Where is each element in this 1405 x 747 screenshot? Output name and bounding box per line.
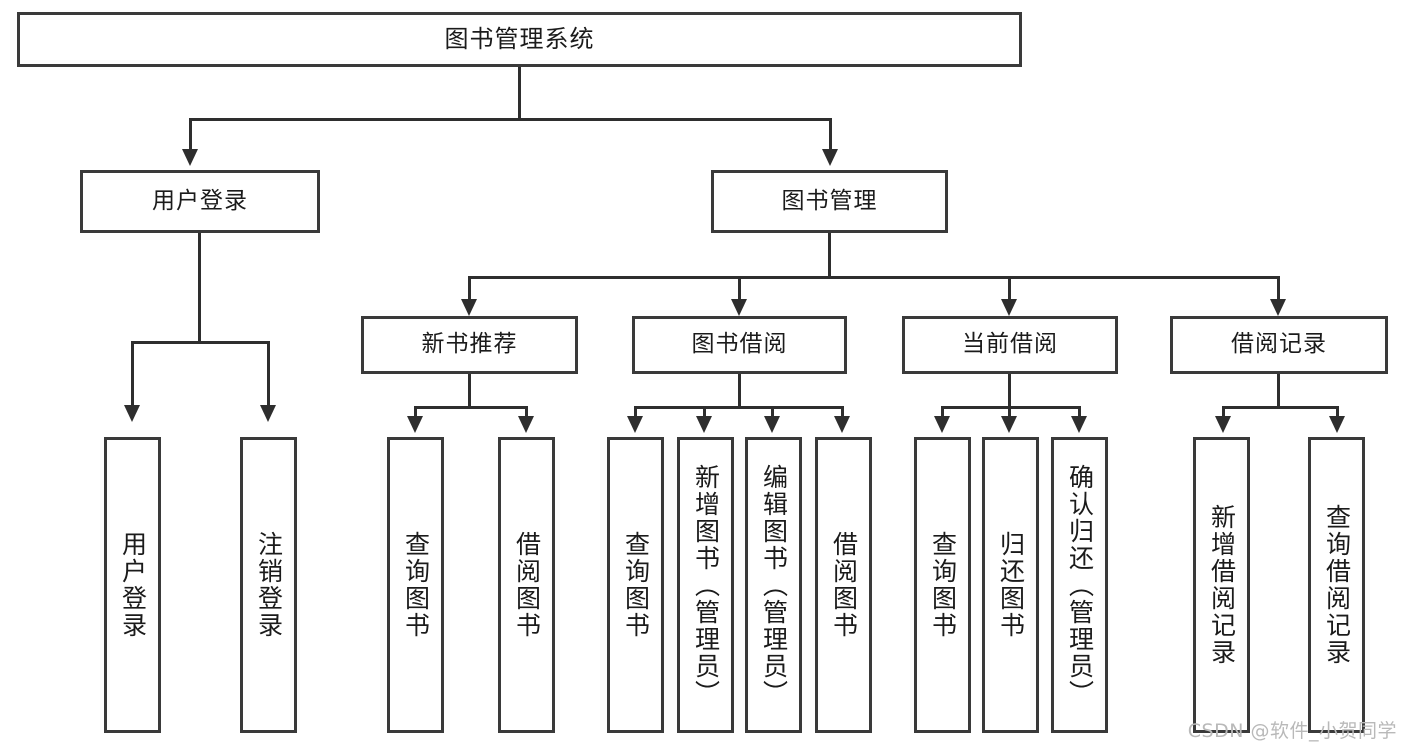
arrowhead-to-book-manage	[822, 149, 838, 166]
connector-to-borrow-record	[1277, 276, 1280, 301]
connector-to-leaf-return-book	[1008, 406, 1011, 418]
node-label: 归还图书	[996, 531, 1026, 639]
connector-new-book-rec-bus	[414, 406, 528, 409]
node-leaf-query-book-2[interactable]: 查询图书	[607, 437, 664, 733]
connector-root-to-book-manage	[829, 118, 832, 151]
arrowhead-to-leaf-query-book-2	[627, 416, 643, 433]
connector-root-bus	[189, 118, 832, 121]
node-label: 查询借阅记录	[1322, 504, 1352, 666]
node-label: 当前借阅	[962, 331, 1058, 358]
node-leaf-query-record[interactable]: 查询借阅记录	[1308, 437, 1365, 733]
connector-borrow-record-stem	[1277, 374, 1280, 408]
arrowhead-to-user-login	[182, 149, 198, 166]
node-current-borrow[interactable]: 当前借阅	[902, 316, 1118, 374]
node-leaf-query-book-3[interactable]: 查询图书	[914, 437, 971, 733]
arrowhead-to-leaf-edit-book	[764, 416, 780, 433]
connector-user-login-stem	[198, 233, 201, 343]
connector-borrow-record-bus	[1222, 406, 1339, 409]
node-book-borrow[interactable]: 图书借阅	[632, 316, 847, 374]
arrowhead-to-leaf-query-book-1	[407, 416, 423, 433]
node-label: 查询图书	[401, 531, 431, 639]
arrowhead-to-leaf-confirm-return	[1071, 416, 1087, 433]
node-leaf-confirm-return[interactable]: 确认归还（管理员）	[1051, 437, 1108, 733]
node-label: 新增图书（管理员）	[691, 463, 721, 707]
connector-book-borrow-bus	[634, 406, 844, 409]
connector-to-leaf-edit-book	[771, 406, 774, 418]
node-label: 图书借阅	[691, 331, 788, 358]
connector-to-leaf-borrow-book-2	[841, 406, 844, 418]
arrowhead-to-book-borrow	[731, 299, 747, 316]
connector-book-manage-bus	[468, 276, 1280, 279]
arrowhead-to-leaf-add-record	[1215, 416, 1231, 433]
node-label: 新书推荐	[421, 331, 518, 358]
node-label: 用户登录	[118, 531, 148, 639]
connector-to-leaf-query-record	[1336, 406, 1339, 418]
connector-current-borrow-stem	[1008, 374, 1011, 408]
node-label: 确认归还（管理员）	[1065, 463, 1095, 707]
node-user-login[interactable]: 用户登录	[80, 170, 320, 233]
node-leaf-borrow-book-2[interactable]: 借阅图书	[815, 437, 872, 733]
connector-root-to-user-login	[189, 118, 192, 151]
arrowhead-to-leaf-logout	[260, 405, 276, 422]
arrowhead-to-leaf-borrow-book-1	[518, 416, 534, 433]
csdn-watermark: CSDN @软件_小贺同学	[1187, 720, 1397, 742]
node-root-system[interactable]: 图书管理系统	[17, 12, 1022, 67]
node-leaf-add-book[interactable]: 新增图书（管理员）	[677, 437, 734, 733]
node-label: 借阅图书	[512, 531, 542, 639]
arrowhead-to-leaf-user-login	[124, 405, 140, 422]
connector-user-login-bus	[131, 341, 270, 344]
node-label: 借阅记录	[1231, 331, 1327, 358]
connector-to-leaf-user-login	[131, 341, 134, 407]
node-book-manage[interactable]: 图书管理	[711, 170, 948, 233]
node-leaf-return-book[interactable]: 归还图书	[982, 437, 1039, 733]
node-leaf-edit-book[interactable]: 编辑图书（管理员）	[745, 437, 802, 733]
arrowhead-to-current-borrow	[1001, 299, 1017, 316]
node-label: 查询图书	[621, 531, 651, 639]
node-borrow-record[interactable]: 借阅记录	[1170, 316, 1388, 374]
connector-to-leaf-query-book-2	[634, 406, 637, 418]
connector-to-leaf-add-book	[703, 406, 706, 418]
node-label: 新增借阅记录	[1207, 504, 1237, 666]
connector-new-book-rec-stem	[468, 374, 471, 408]
arrowhead-to-leaf-query-record	[1329, 416, 1345, 433]
connector-current-borrow-bus	[941, 406, 1081, 409]
connector-to-leaf-confirm-return	[1078, 406, 1081, 418]
node-label: 查询图书	[928, 531, 958, 639]
connector-to-book-borrow	[738, 276, 741, 301]
connector-to-new-book-rec	[468, 276, 471, 301]
node-new-book-rec[interactable]: 新书推荐	[361, 316, 578, 374]
node-label: 图书管理	[781, 187, 878, 214]
connector-to-leaf-add-record	[1222, 406, 1225, 418]
connector-to-leaf-query-book-1	[414, 406, 417, 418]
node-label: 图书管理系统	[444, 25, 595, 54]
node-label: 借阅图书	[829, 531, 859, 639]
connector-to-leaf-query-book-3	[941, 406, 944, 418]
node-label: 编辑图书（管理员）	[759, 463, 789, 707]
node-leaf-logout[interactable]: 注销登录	[240, 437, 297, 733]
connector-to-leaf-logout	[267, 341, 270, 407]
arrowhead-to-new-book-rec	[461, 299, 477, 316]
arrowhead-to-borrow-record	[1270, 299, 1286, 316]
node-label: 用户登录	[152, 187, 248, 214]
node-leaf-borrow-book-1[interactable]: 借阅图书	[498, 437, 555, 733]
node-label: 注销登录	[254, 531, 284, 639]
node-leaf-query-book-1[interactable]: 查询图书	[387, 437, 444, 733]
connector-to-current-borrow	[1008, 276, 1011, 301]
connector-to-leaf-borrow-book-1	[525, 406, 528, 418]
arrowhead-to-leaf-query-book-3	[934, 416, 950, 433]
arrowhead-to-leaf-add-book	[696, 416, 712, 433]
connector-book-borrow-stem	[738, 374, 741, 408]
node-leaf-user-login[interactable]: 用户登录	[104, 437, 161, 733]
connector-root-stem	[518, 67, 521, 120]
connector-book-manage-stem	[828, 233, 831, 278]
arrowhead-to-leaf-borrow-book-2	[834, 416, 850, 433]
arrowhead-to-leaf-return-book	[1001, 416, 1017, 433]
node-leaf-add-record[interactable]: 新增借阅记录	[1193, 437, 1250, 733]
